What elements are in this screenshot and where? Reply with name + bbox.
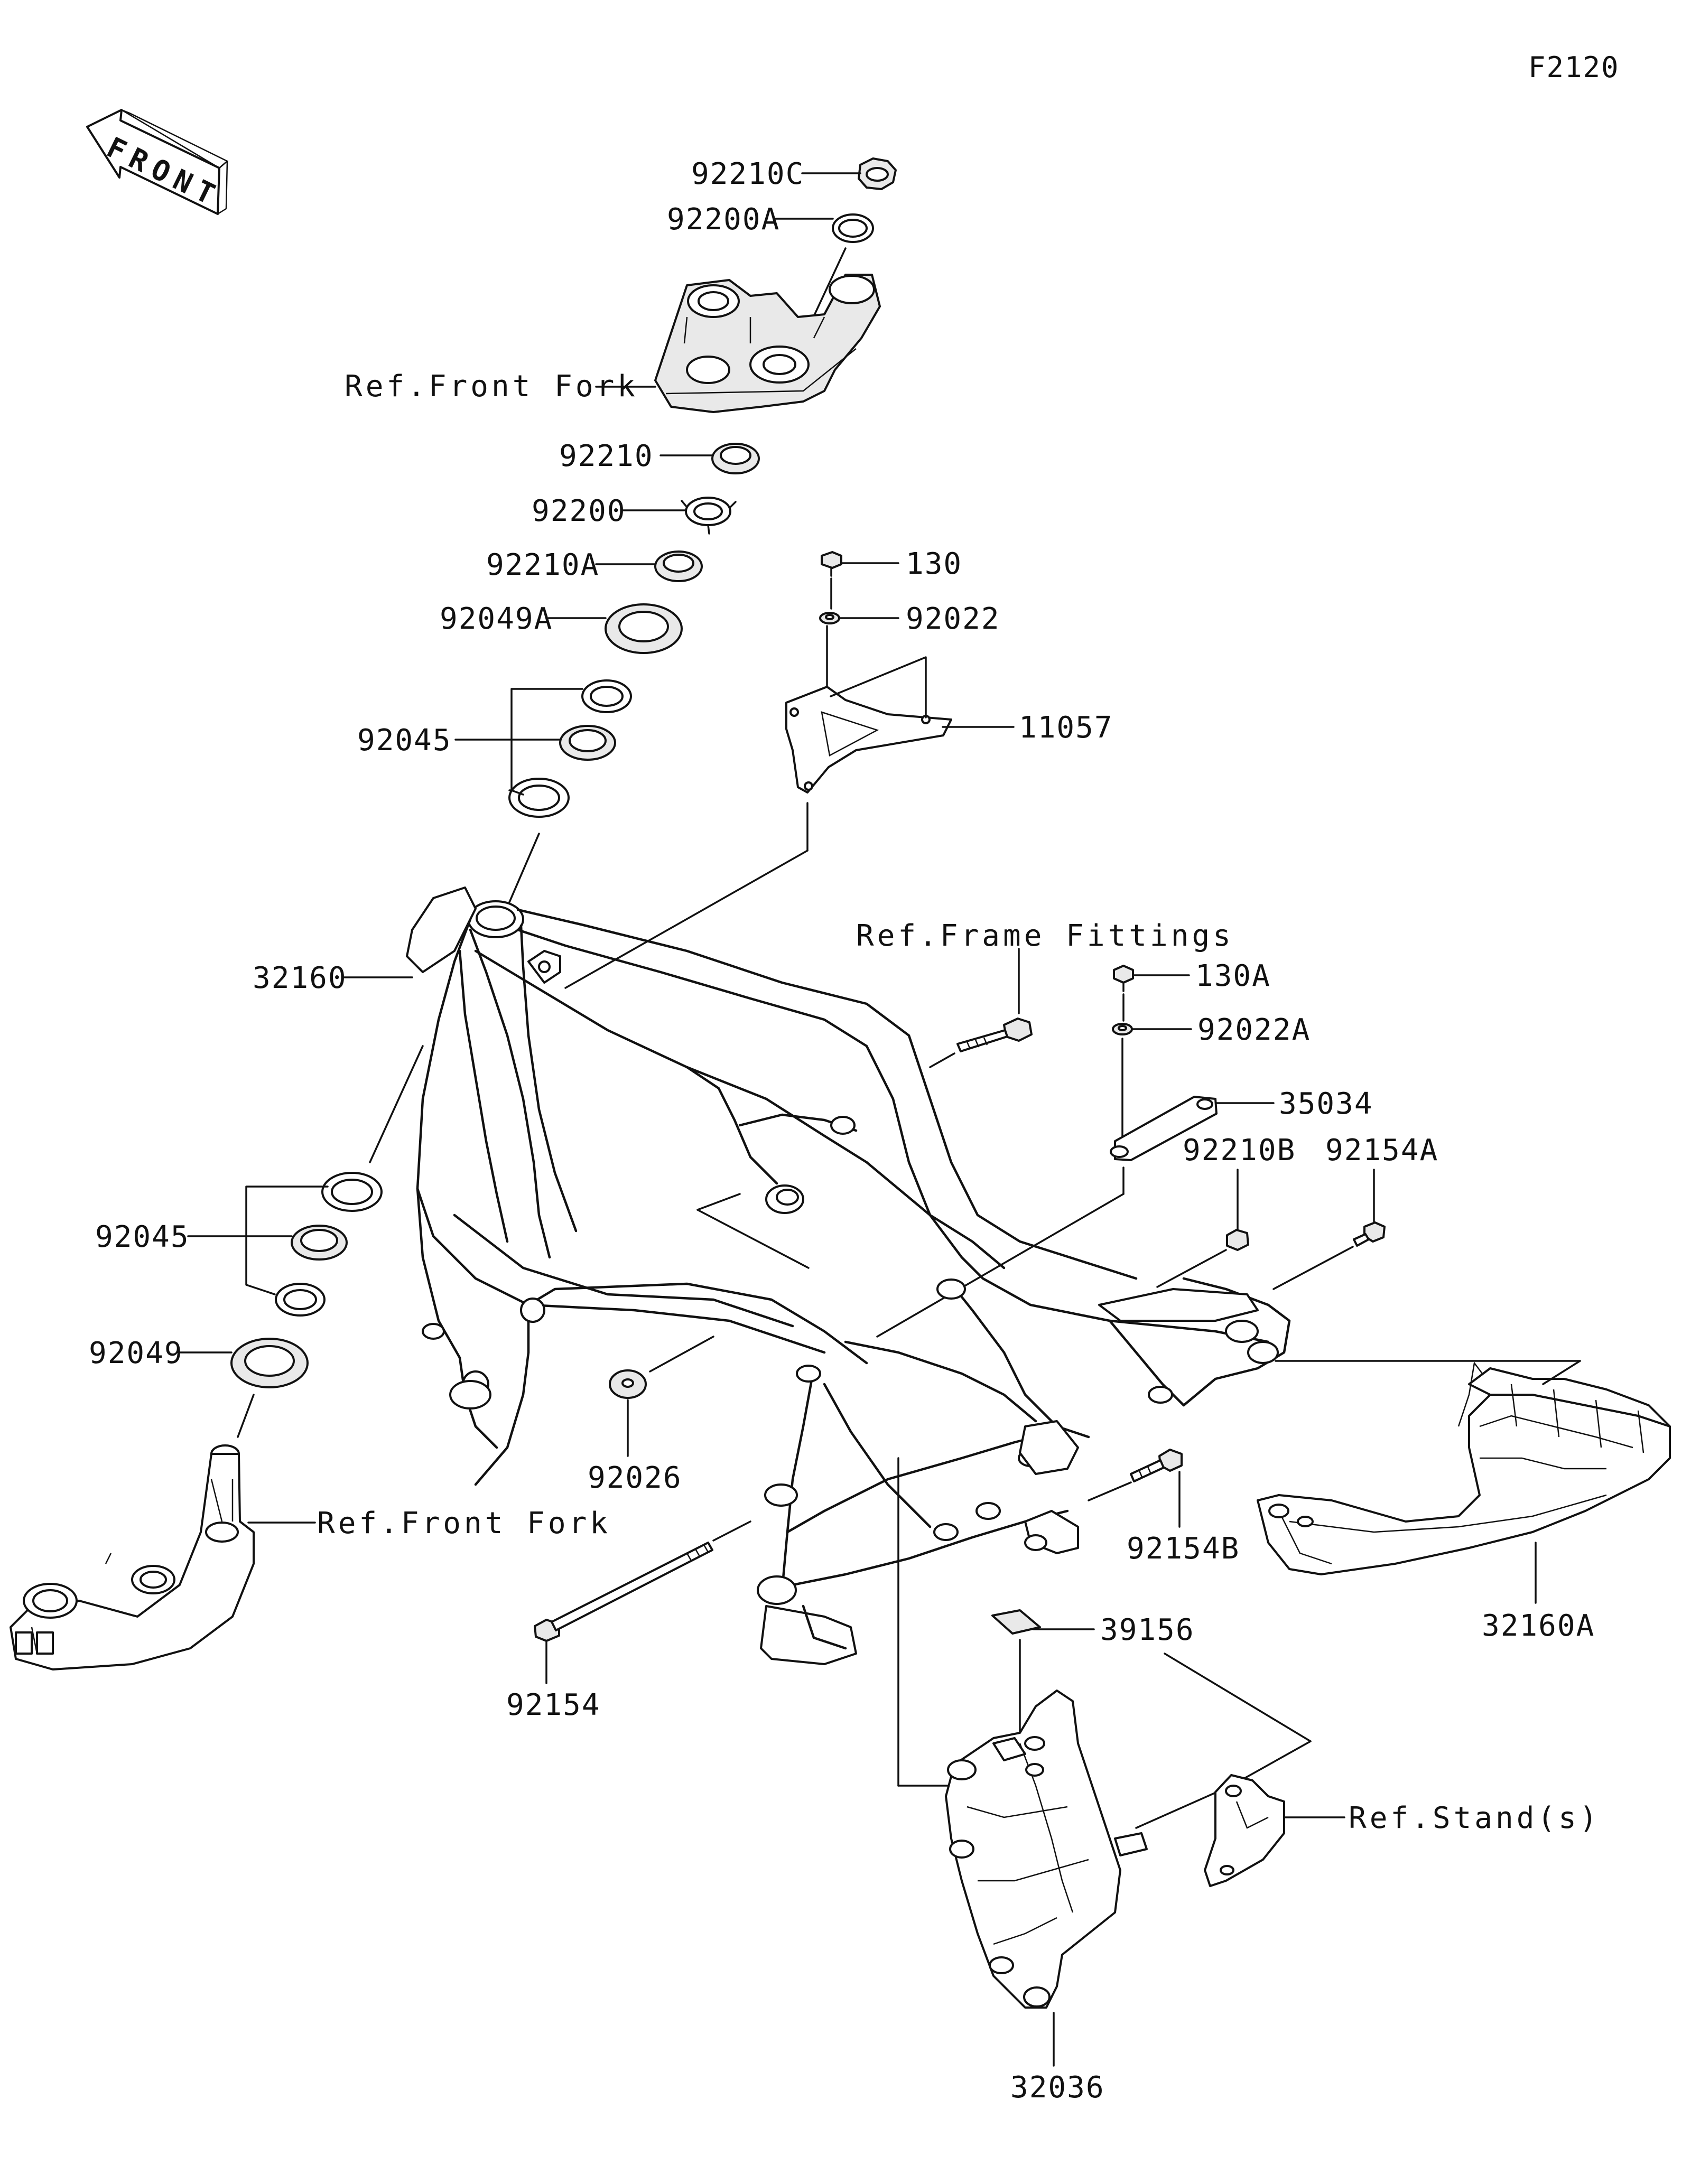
label-130A: 130A — [1195, 959, 1271, 993]
frame-fittings-bolt — [956, 1018, 1033, 1052]
ref-frame-fittings[interactable]: Ref.Frame Fittings — [856, 919, 1234, 953]
label-92045-bottom: 92045 — [95, 1220, 190, 1254]
part-39156-label — [991, 1609, 1041, 1635]
leader-axis-92210B — [1156, 1249, 1227, 1288]
part-92049-seal — [230, 1338, 309, 1388]
label-32160A: 32160A — [1482, 1609, 1595, 1643]
part-32036-pivot-bracket — [945, 1690, 1148, 2009]
leader-axis-39156 — [1164, 1653, 1312, 1742]
lower-triple-clamp — [10, 1444, 255, 1670]
leader-axis-92154B — [1088, 1481, 1132, 1501]
main-frame-32160 — [406, 886, 1291, 1665]
leader-92045-top-low — [510, 789, 524, 796]
leader-axis-92154 — [712, 1520, 751, 1542]
part-92026-washer — [609, 1369, 647, 1399]
label-92210C: 92210C — [691, 157, 804, 191]
label-92045-top: 92045 — [357, 723, 452, 758]
rear-subframe-32160A — [1257, 1361, 1671, 1575]
leader-axis-92154A — [1272, 1246, 1354, 1290]
label-32160: 32160 — [253, 961, 347, 995]
leader-axis-crossbolt-b — [696, 1209, 810, 1269]
leader-axis-92049 — [237, 1394, 255, 1438]
leader-axis-11057-b — [564, 850, 809, 989]
part-92210B-nut — [1226, 1229, 1249, 1251]
part-35034-link — [1110, 1096, 1218, 1161]
front-arrow-icon: FRONT — [86, 109, 229, 215]
label-92049A: 92049A — [440, 602, 553, 636]
label-92154A: 92154A — [1325, 1133, 1438, 1168]
label-92200A: 92200A — [667, 202, 780, 237]
label-92210B: 92210B — [1183, 1133, 1296, 1168]
label-32036: 32036 — [1010, 2070, 1105, 2105]
leader-axis-lower — [369, 1045, 424, 1163]
leader-axis-92026 — [649, 1336, 714, 1373]
label-92026: 92026 — [588, 1461, 682, 1495]
part-92154-bolt — [534, 1542, 713, 1642]
ref-front-fork-top[interactable]: Ref.Front Fork — [345, 369, 638, 404]
label-92154B: 92154B — [1127, 1532, 1240, 1566]
leader-11057-split — [830, 656, 927, 718]
part-92154A-bolt — [1353, 1221, 1386, 1247]
part-92210-nut — [711, 443, 760, 474]
part-92022-washer — [819, 612, 840, 624]
part-92200A-washer — [832, 213, 874, 243]
stand-bracket — [1204, 1774, 1285, 1887]
part-92045-upper-bearing — [508, 679, 632, 818]
label-92022A: 92022A — [1197, 1013, 1311, 1047]
part-92049A-seal — [605, 603, 683, 654]
part-92154B-bolt — [1130, 1449, 1183, 1482]
ref-front-fork-bottom[interactable]: Ref.Front Fork — [317, 1506, 611, 1541]
leader-axis-32160A-b — [1542, 1360, 1581, 1385]
part-92200-washer — [681, 497, 737, 535]
label-92022: 92022 — [906, 602, 1000, 636]
leader-axis-frame-fittings — [929, 1052, 955, 1068]
part-130A-bolt — [1113, 965, 1134, 992]
part-92210A-nut — [654, 550, 703, 582]
part-130-bolt — [821, 551, 842, 577]
upper-triple-clamp — [654, 274, 881, 413]
figure-code: F2120 — [1528, 51, 1620, 84]
label-130: 130 — [906, 547, 962, 581]
label-92154: 92154 — [506, 1688, 601, 1722]
label-92200: 92200 — [532, 494, 626, 528]
label-11057: 11057 — [1019, 711, 1113, 745]
leader-axis-crossbolt — [696, 1193, 741, 1211]
ref-stands[interactable]: Ref.Stand(s) — [1349, 1801, 1601, 1835]
label-35034: 35034 — [1279, 1087, 1373, 1121]
part-11057-bracket — [785, 686, 952, 794]
label-92210A: 92210A — [486, 548, 599, 582]
label-39156: 39156 — [1100, 1613, 1195, 1647]
label-92210: 92210 — [559, 439, 654, 473]
part-92045-lower-bearing — [275, 1172, 383, 1317]
label-92049: 92049 — [89, 1336, 183, 1370]
part-92210C-nut — [858, 157, 897, 190]
part-92022A-washer — [1112, 1023, 1133, 1035]
